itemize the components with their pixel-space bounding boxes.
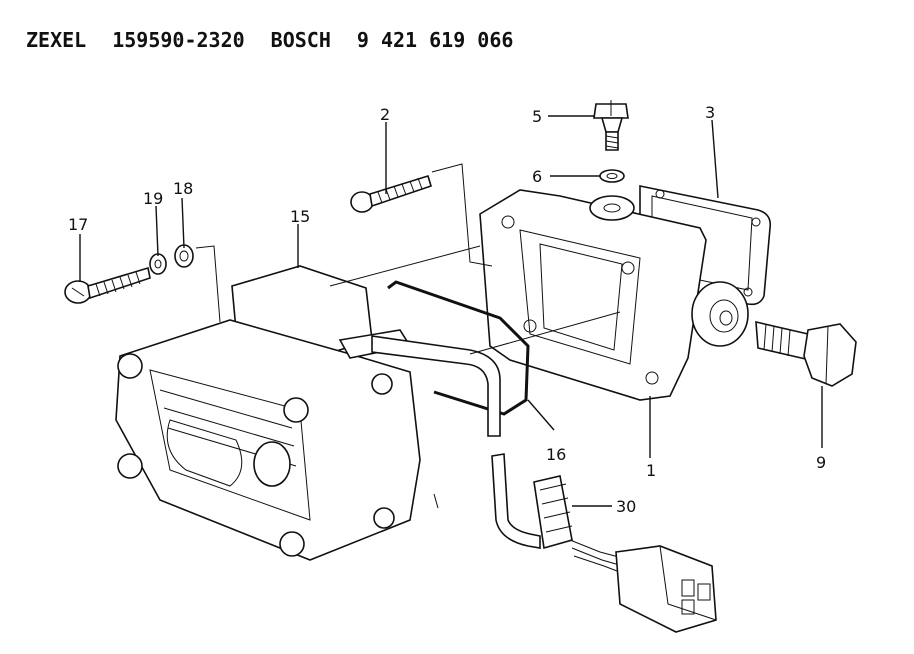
part-17-screw <box>64 266 151 304</box>
assembly-line-15 <box>329 245 621 355</box>
brand-bosch: BOSCH <box>270 28 331 52</box>
part-19-washer <box>149 253 167 275</box>
part-5-screw <box>593 100 629 151</box>
callout-6: 6 <box>532 167 542 186</box>
part-1-housing <box>479 189 749 401</box>
leader-16 <box>527 399 555 431</box>
leader-18 <box>181 197 185 249</box>
part-18-washer <box>174 244 194 268</box>
bosch-part-number: 9 421 619 066 <box>356 28 514 52</box>
part-2-bolt <box>350 174 432 213</box>
callout-3: 3 <box>705 103 715 122</box>
callout-17: 17 <box>68 215 88 234</box>
callout-19: 19 <box>143 189 163 208</box>
callout-30: 30 <box>616 497 636 516</box>
brand-zexel: ZEXEL <box>26 28 87 52</box>
callout-2: 2 <box>380 105 390 124</box>
assembly-line-2 <box>431 163 493 267</box>
callout-9: 9 <box>816 453 826 472</box>
callout-15: 15 <box>290 207 310 226</box>
zexel-part-number: 159590-2320 <box>112 28 245 52</box>
assembly-line-17 <box>195 245 221 323</box>
part-6-washer <box>599 169 625 183</box>
callout-5: 5 <box>532 107 542 126</box>
callout-16: 16 <box>546 445 566 464</box>
diagram-header: ZEXEL 159590-2320 BOSCH 9 421 619 066 <box>26 28 539 52</box>
part-15-actuator-body <box>115 265 439 561</box>
part-30-harness-connector <box>533 475 717 633</box>
part-9-banjo-bolt <box>755 320 857 387</box>
part-16-seal-ring <box>387 280 530 416</box>
hose <box>371 335 541 549</box>
leader-19 <box>155 205 159 257</box>
leader-3 <box>711 119 719 199</box>
callout-1: 1 <box>646 461 656 480</box>
callout-18: 18 <box>173 179 193 198</box>
